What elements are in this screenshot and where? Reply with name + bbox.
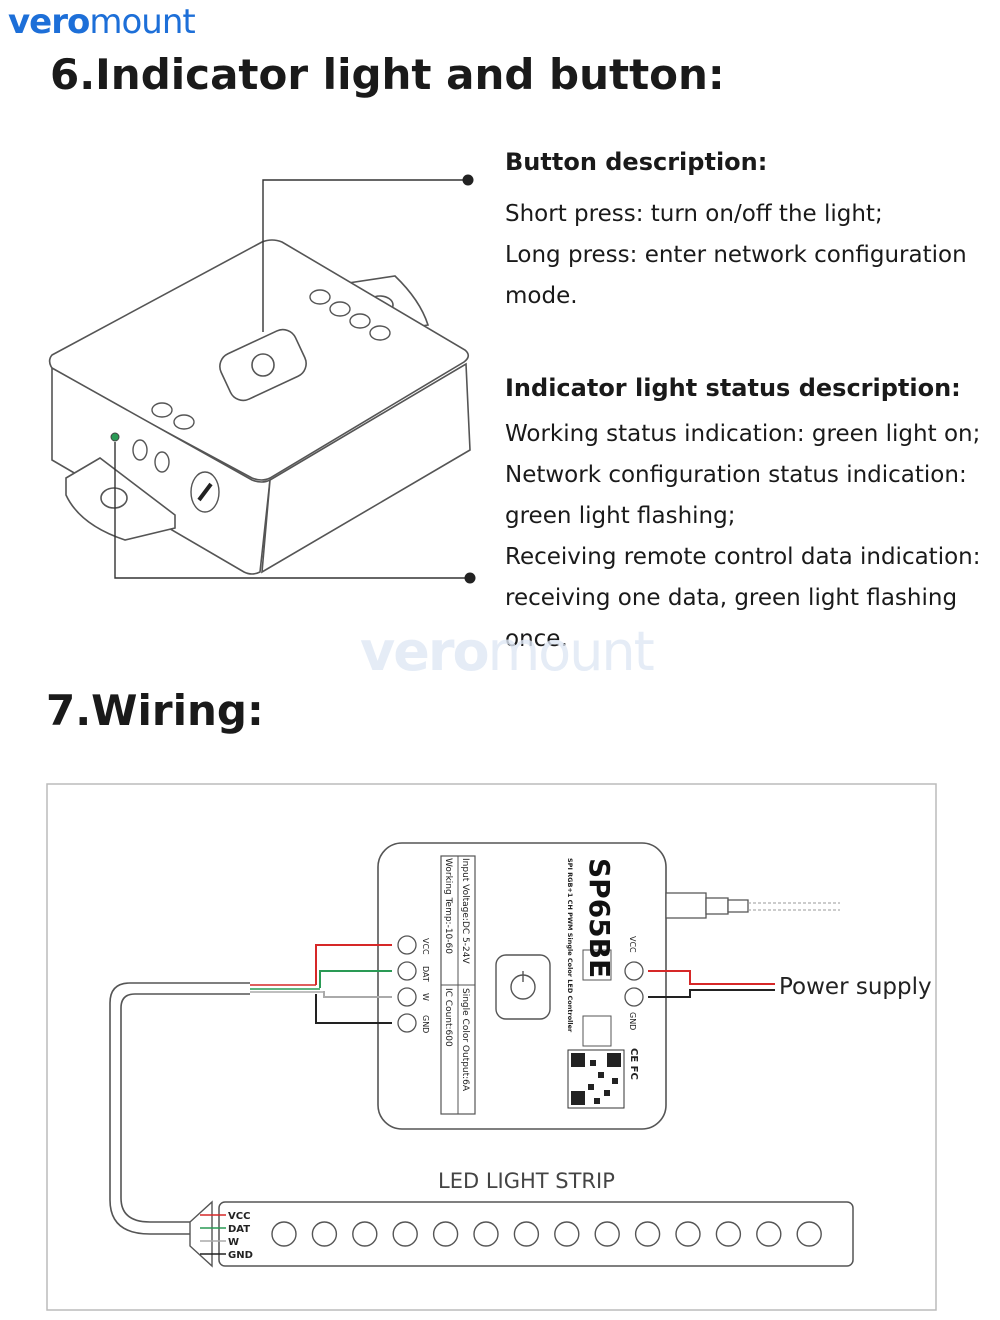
device-pin-dat: DAT	[421, 966, 430, 982]
button-description-heading: Button description:	[505, 148, 768, 176]
device-pin-vcc: VCC	[421, 938, 430, 955]
led-dot	[513, 1221, 540, 1247]
indicator-desc-line: Working status indication: green light o…	[505, 421, 981, 447]
wiring-diagram: Power supply LED LIGHT STRIP VCC DAT W G…	[46, 783, 937, 1311]
indicator-desc-line: receiving one data, green light flashing	[505, 585, 958, 611]
led-dot	[271, 1221, 297, 1247]
led-dot	[634, 1221, 661, 1247]
power-supply-label: Power supply	[779, 974, 932, 1000]
led-dot	[392, 1221, 418, 1247]
button-description: Button description: Short press: turn on…	[505, 148, 967, 317]
led-dot	[352, 1221, 378, 1247]
device-subtitle: SPI RGB+1 CH PWM Single Color LED Contro…	[566, 858, 574, 1033]
button-desc-line: Long press: enter network configuration	[505, 242, 967, 268]
watermark-logo: veromount	[360, 620, 655, 683]
device-pin-w: W	[421, 993, 430, 1001]
indicator-description: Indicator light status description: Work…	[505, 374, 981, 660]
brand-logo: veromount	[8, 2, 196, 42]
spec-ic-count: IC Count:600	[443, 988, 453, 1047]
strip-pin-gnd: GND	[228, 1250, 253, 1261]
indicator-desc-line: Receiving remote control data indication…	[505, 544, 981, 570]
device-model: SP65BE	[583, 858, 616, 978]
spec-working-temp: Working Temp:-10-60	[443, 858, 453, 954]
led-dot	[675, 1221, 701, 1247]
indicator-desc-line: Network configuration status indication:	[505, 462, 967, 488]
device-pin-gnd: GND	[421, 1015, 430, 1033]
button-desc-line: mode.	[505, 283, 578, 309]
section-7-title: 7.Wiring:	[46, 686, 264, 735]
indicator-description-heading: Indicator light status description:	[505, 374, 961, 402]
led-dot	[756, 1221, 782, 1247]
spec-output: Single Color Output:6A	[460, 988, 470, 1092]
led-dot	[311, 1221, 338, 1247]
strip-pin-w: W	[228, 1237, 239, 1248]
led-dot	[715, 1221, 742, 1247]
device-pin-vcc-power: VCC	[628, 936, 637, 953]
led-dot	[473, 1221, 499, 1247]
device-illustration	[48, 174, 476, 584]
button-desc-line: Short press: turn on/off the light;	[505, 201, 883, 227]
device-pin-gnd-power: GND	[628, 1012, 637, 1030]
strip-pin-dat: DAT	[228, 1224, 250, 1235]
qr-code-icon	[567, 1049, 625, 1109]
indicator-desc-line: green light flashing;	[505, 503, 736, 529]
section-6-title: 6.Indicator light and button:	[50, 50, 725, 99]
led-dot	[594, 1221, 620, 1247]
led-strip-label: LED LIGHT STRIP	[438, 1169, 615, 1193]
spec-input-voltage: Input Voltage:DC 5-24V	[460, 858, 470, 964]
strip-pin-vcc: VCC	[228, 1211, 250, 1222]
indicator-desc-line: once.	[505, 626, 568, 652]
led-dot	[554, 1221, 580, 1247]
led-dot	[796, 1221, 822, 1247]
cert-marks: CE FC	[628, 1048, 639, 1080]
led-dot	[432, 1221, 459, 1247]
